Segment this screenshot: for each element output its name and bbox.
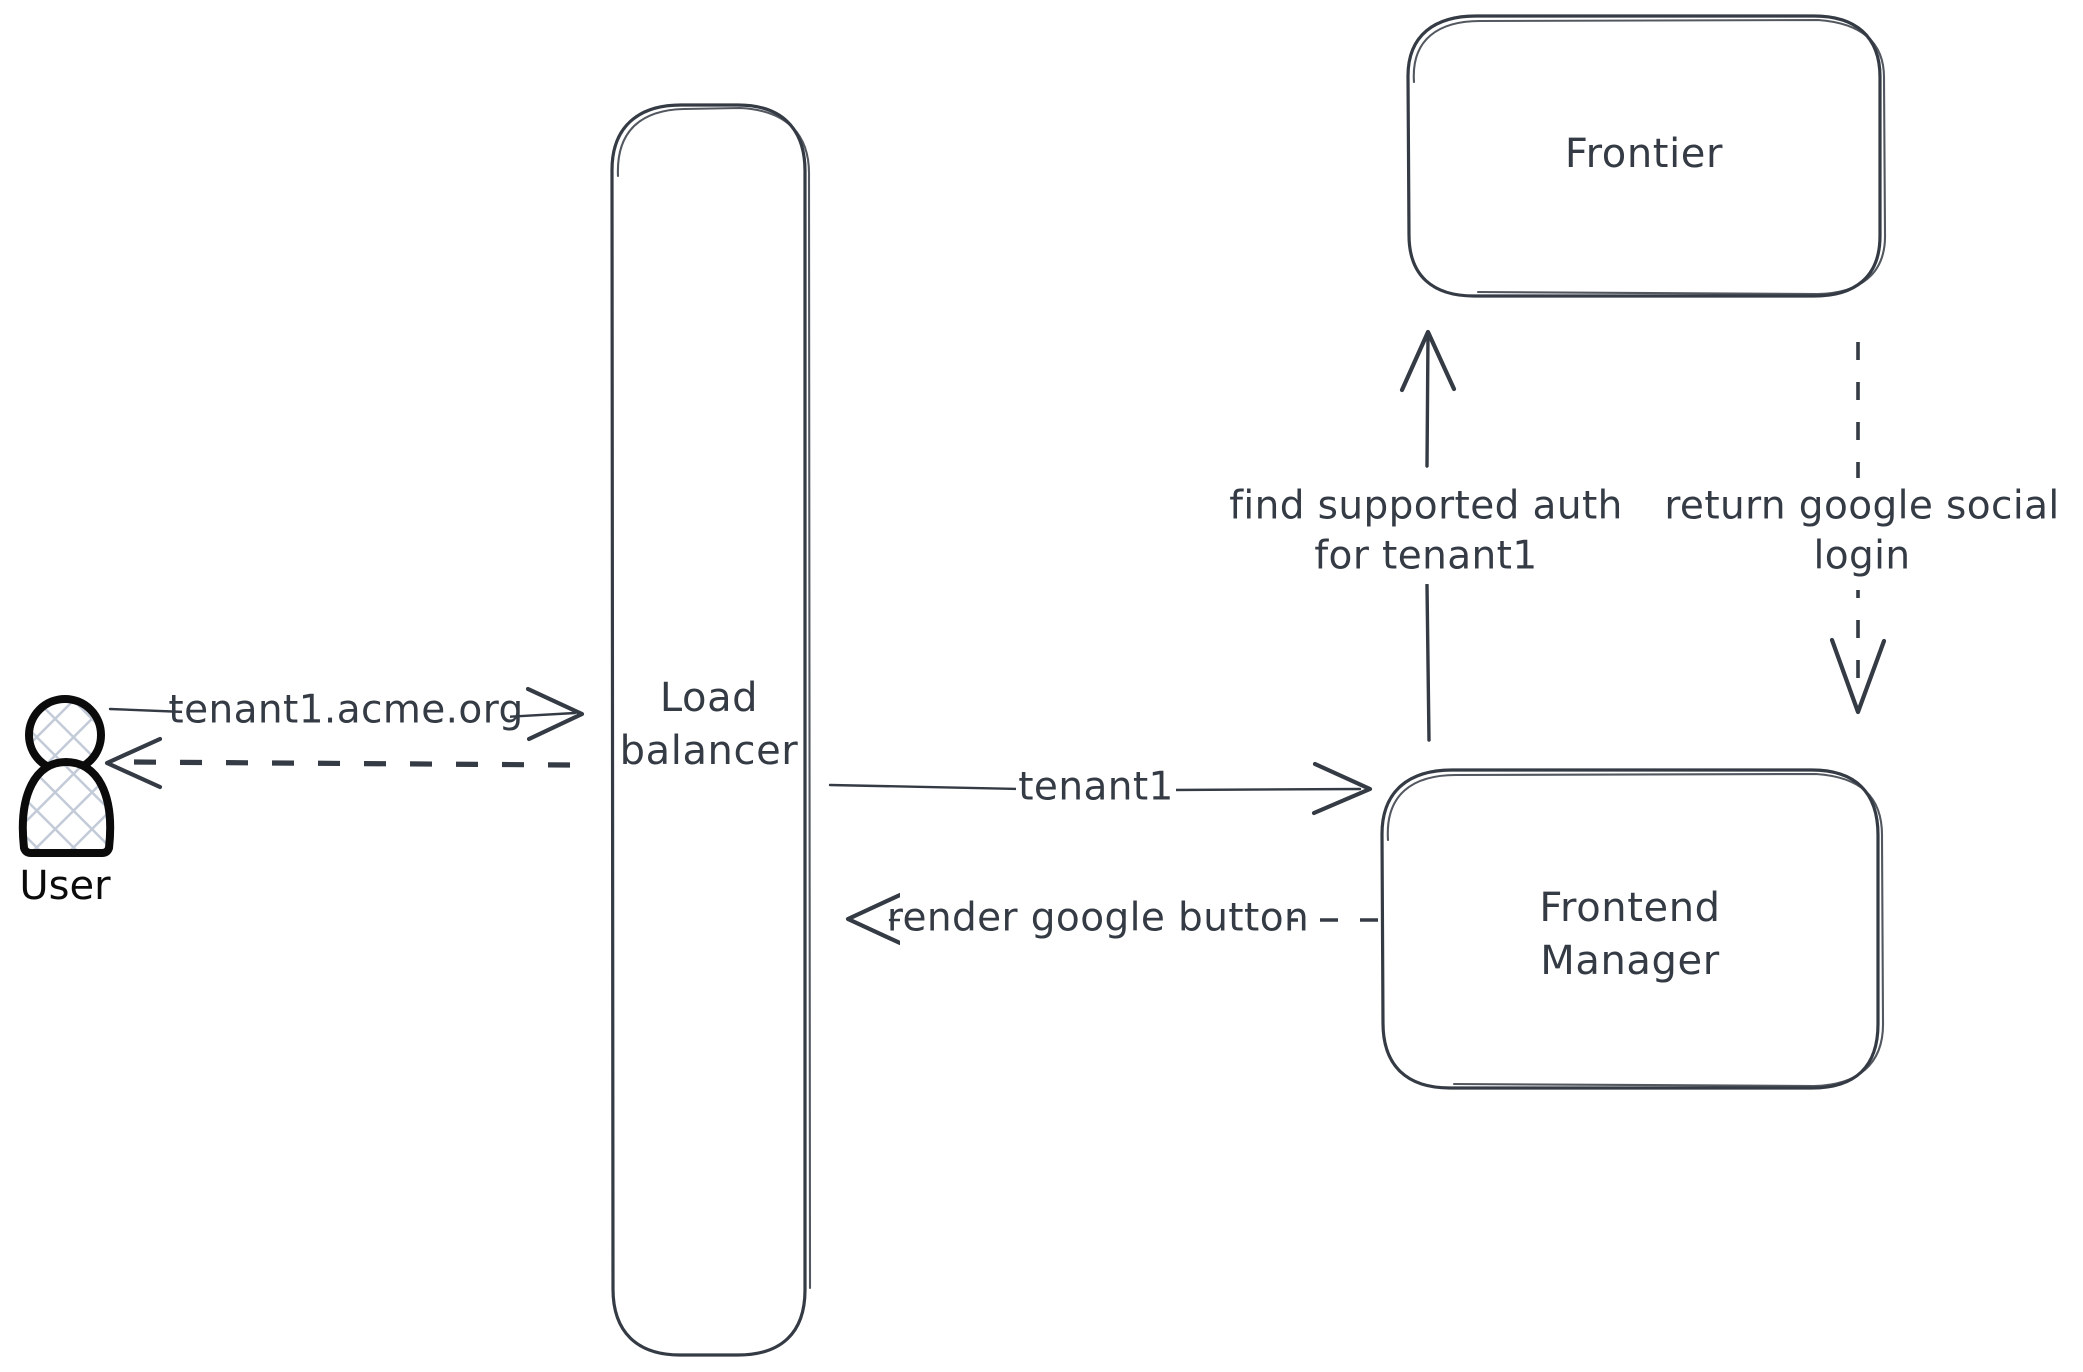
edge-label-bg bbox=[1650, 478, 2070, 590]
edge-load-balancer-to-frontend-manager[interactable]: tenant1 bbox=[828, 761, 1373, 816]
edge-label-bg bbox=[1218, 470, 1630, 584]
edge-label-render-google-button: render google button bbox=[887, 896, 1309, 941]
node-label-frontend-manager-line1: Frontend bbox=[1539, 885, 1720, 931]
node-label-load-balancer-line2: balancer bbox=[620, 728, 799, 774]
edge-label-find-supported-auth-line2: for tenant1 bbox=[1314, 534, 1537, 579]
node-label-frontier: Frontier bbox=[1565, 131, 1723, 177]
edge-label-return-google-social-line2: login bbox=[1813, 534, 1910, 579]
node-frontier[interactable]: Frontier bbox=[1406, 14, 1887, 298]
edge-label-tenant1: tenant1 bbox=[1018, 765, 1174, 810]
edge-user-to-load-balancer[interactable]: tenant1.acme.org bbox=[108, 684, 585, 742]
edge-frontend-manager-to-frontier[interactable]: find supported auth for tenant1 bbox=[1218, 329, 1630, 742]
edge-load-balancer-to-user[interactable] bbox=[104, 736, 571, 790]
edge-label-find-supported-auth-line1: find supported auth bbox=[1229, 484, 1623, 529]
edge-label-bg bbox=[900, 892, 1290, 948]
edge-label-return-google-social-line1: return google social bbox=[1664, 484, 2059, 529]
user-actor-label: User bbox=[19, 863, 111, 909]
node-label-frontend-manager-line2: Manager bbox=[1540, 938, 1720, 984]
edge-label-bg bbox=[182, 684, 510, 738]
user-actor-icon[interactable]: User bbox=[18, 695, 115, 909]
edge-label-bg bbox=[1016, 762, 1176, 816]
node-frontend-manager[interactable]: Frontend Manager bbox=[1380, 768, 1885, 1090]
edge-label-tenant1-acme-org: tenant1.acme.org bbox=[168, 688, 523, 733]
edge-frontier-to-frontend-manager[interactable]: return google social login bbox=[1650, 342, 2070, 715]
node-load-balancer[interactable]: Load balancer bbox=[610, 103, 812, 1357]
node-label-load-balancer-line1: Load bbox=[660, 675, 758, 721]
edge-frontend-manager-to-load-balancer[interactable]: render google button bbox=[845, 892, 1378, 948]
